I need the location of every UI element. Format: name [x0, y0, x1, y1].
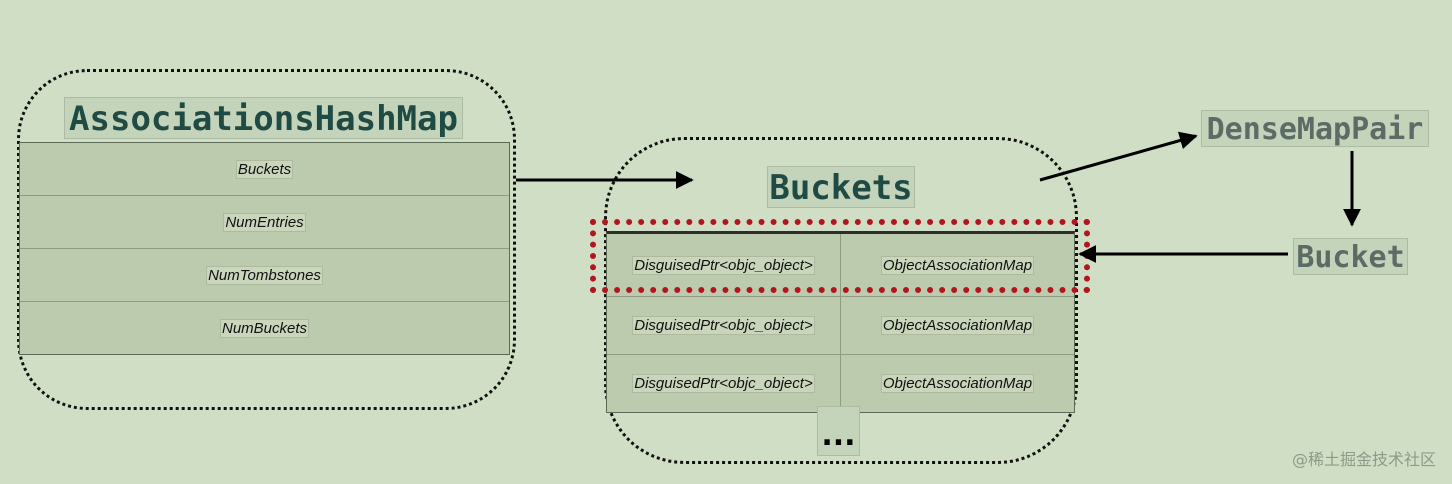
bucket-title: Bucket — [1293, 238, 1408, 275]
bucket-row: DisguisedPtr<objc_object> ObjectAssociat… — [607, 297, 1074, 355]
watermark: @稀土掘金技术社区 — [1291, 450, 1436, 469]
buckets-title: Buckets — [767, 166, 915, 208]
bucket-value: ObjectAssociationMap — [880, 316, 1035, 335]
bucket-key-cell: DisguisedPtr<objc_object> — [607, 234, 841, 296]
more-buckets-ellipsis: ... — [817, 406, 860, 456]
bucket-key-cell: DisguisedPtr<objc_object> — [607, 355, 841, 412]
bucket-row: DisguisedPtr<objc_object> ObjectAssociat… — [607, 355, 1074, 412]
field-label: NumEntries — [223, 212, 306, 232]
field-label: NumTombstones — [206, 265, 323, 285]
hashmap-title: AssociationsHashMap — [64, 97, 463, 139]
bucket-value: ObjectAssociationMap — [880, 374, 1035, 393]
bucket-value-cell: ObjectAssociationMap — [841, 355, 1074, 412]
field-label: Buckets — [235, 159, 294, 179]
bucket-key: DisguisedPtr<objc_object> — [632, 316, 815, 335]
field-label: NumBuckets — [219, 318, 310, 338]
bucket-value-cell: ObjectAssociationMap — [841, 297, 1074, 354]
bucket-key-cell: DisguisedPtr<objc_object> — [607, 297, 841, 354]
field-row: NumBuckets — [20, 302, 509, 354]
hashmap-fields-table: Buckets NumEntries NumTombstones NumBuck… — [19, 142, 510, 355]
field-row: NumEntries — [20, 196, 509, 249]
bucket-key: DisguisedPtr<objc_object> — [632, 255, 815, 275]
field-row: Buckets — [20, 143, 509, 196]
hashmap-outline — [17, 69, 516, 410]
field-row: NumTombstones — [20, 249, 509, 302]
bucket-row: DisguisedPtr<objc_object> ObjectAssociat… — [607, 234, 1074, 297]
bucket-value-cell: ObjectAssociationMap — [841, 234, 1074, 296]
bucket-value: ObjectAssociationMap — [880, 255, 1035, 275]
buckets-table: DisguisedPtr<objc_object> ObjectAssociat… — [606, 231, 1075, 413]
buckets-outline — [604, 137, 1078, 464]
arrow-buckets-to-densemappair — [1039, 131, 1198, 182]
bucket-key: DisguisedPtr<objc_object> — [632, 374, 815, 393]
dense-map-pair-title: DenseMapPair — [1201, 110, 1429, 147]
